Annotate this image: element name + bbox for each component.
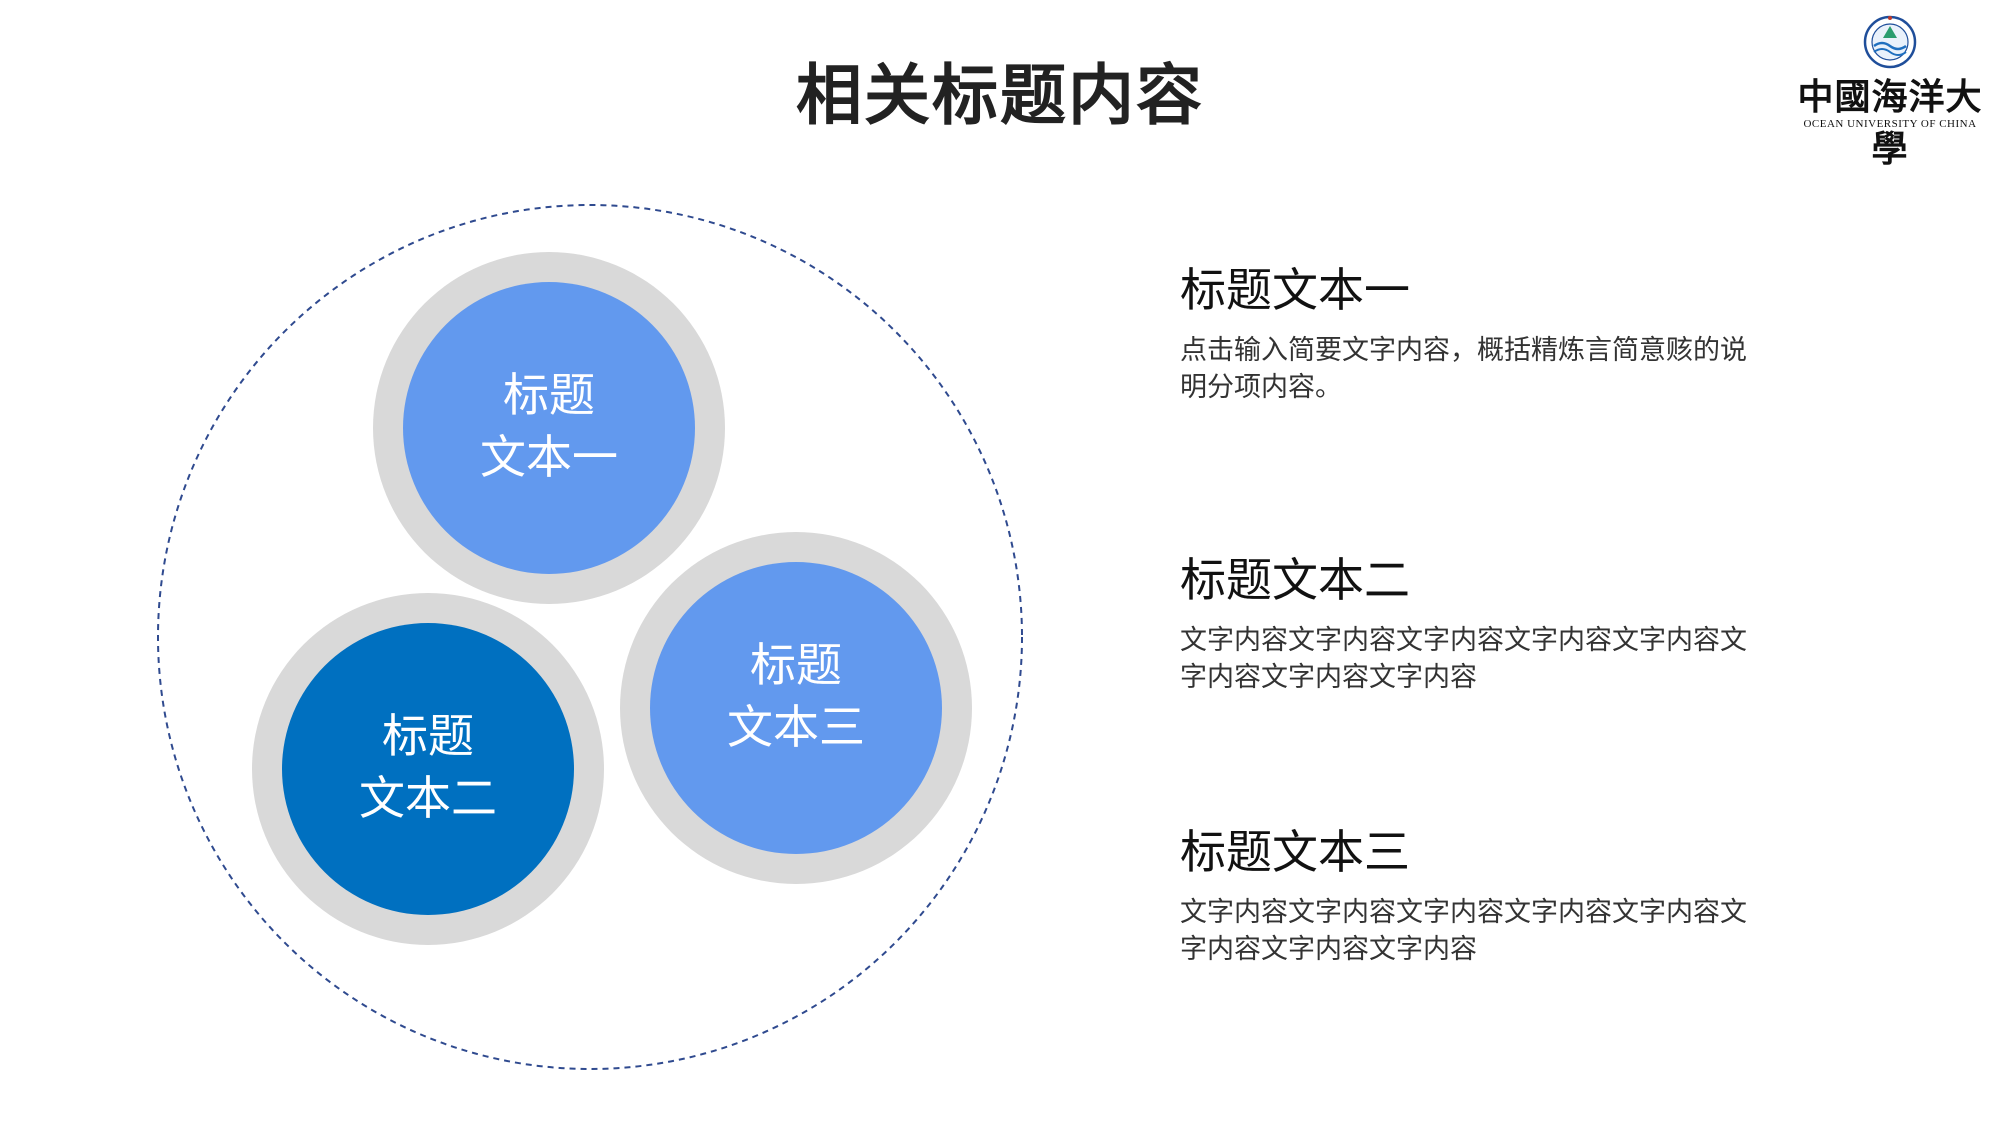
text-item-2: 标题文本二 文字内容文字内容文字内容文字内容文字内容文字内容文字内容文字内容: [1180, 552, 1800, 696]
text-item-1-desc: 点击输入简要文字内容，概括精炼言简意赅的说明分项内容。: [1180, 335, 1747, 403]
bubble-2-label: 标题 文本二: [308, 705, 548, 829]
university-logo: 中國海洋大學 OCEAN UNIVERSITY OF CHINA: [1790, 14, 1990, 170]
page-title: 相关标题内容: [796, 57, 1204, 134]
bubble-2-line2: 文本二: [359, 771, 497, 825]
bubble-2: [252, 593, 604, 945]
bubble-2-fill: [282, 623, 574, 915]
bubble-1: [373, 252, 725, 604]
bubble-1-label: 标题 文本一: [429, 364, 669, 488]
university-name-cn: 中國海洋大學: [1797, 76, 1983, 170]
text-item-1-title: 标题文本一: [1180, 263, 1410, 317]
text-item-3-desc: 文字内容文字内容文字内容文字内容文字内容文字内容文字内容文字内容: [1180, 897, 1747, 965]
text-item-2-desc: 文字内容文字内容文字内容文字内容文字内容文字内容文字内容文字内容: [1180, 625, 1747, 693]
bubble-3-label: 标题 文本三: [676, 634, 916, 758]
bubble-3-line1: 标题: [750, 638, 842, 692]
text-item-2-title: 标题文本二: [1180, 553, 1410, 607]
text-item-3-title: 标题文本三: [1180, 825, 1410, 879]
bubble-3-fill: [650, 562, 942, 854]
bubble-diagram: [157, 204, 1023, 1070]
text-item-3: 标题文本三 文字内容文字内容文字内容文字内容文字内容文字内容文字内容文字内容: [1180, 824, 1800, 968]
bubble-3: [620, 532, 972, 884]
university-emblem-icon: [1863, 15, 1917, 69]
text-item-1: 标题文本一 点击输入简要文字内容，概括精炼言简意赅的说明分项内容。: [1180, 262, 1800, 406]
bubble-1-fill: [403, 282, 695, 574]
university-name-en: OCEAN UNIVERSITY OF CHINA: [1803, 118, 1977, 130]
dashed-outline-circle: [157, 204, 1023, 1070]
bubble-1-line1: 标题: [503, 368, 595, 422]
bubble-2-line1: 标题: [382, 709, 474, 763]
bubble-1-line2: 文本一: [480, 430, 618, 484]
bubble-3-line2: 文本三: [727, 700, 865, 754]
